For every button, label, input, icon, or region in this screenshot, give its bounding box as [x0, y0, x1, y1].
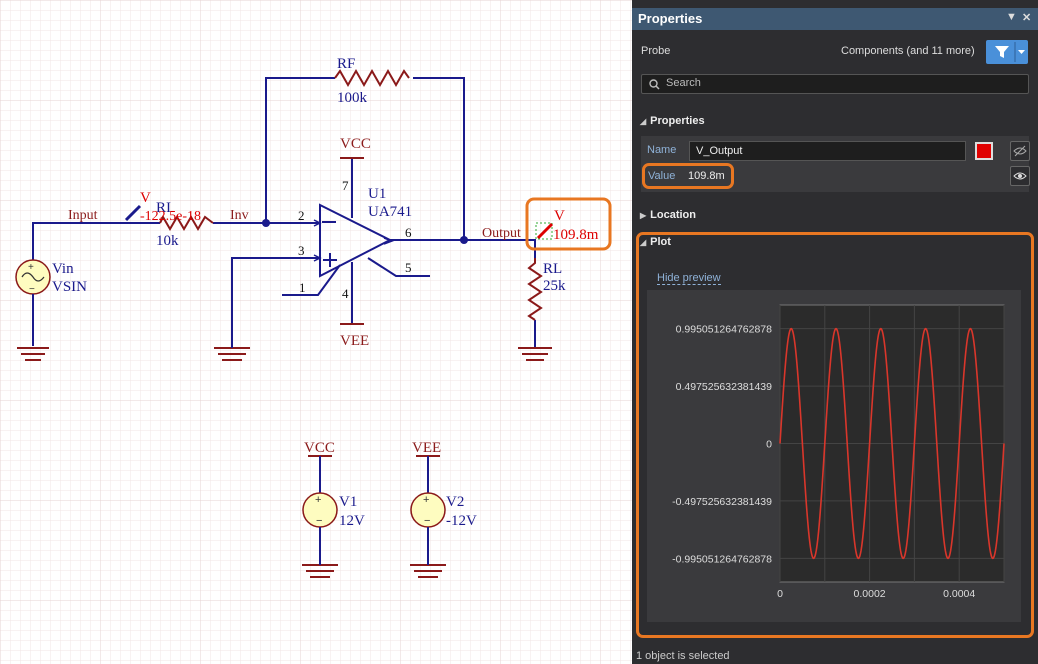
hide-preview-link[interactable]: Hide preview [657, 272, 721, 285]
rl-label: RL [543, 261, 562, 277]
voltage-probe-input[interactable]: V -122.5e-18 [124, 190, 201, 224]
pin-5: 5 [405, 260, 412, 275]
panel-menu-icon[interactable]: ▼ [1006, 11, 1017, 23]
probe-label: Probe [641, 45, 671, 57]
source-vin[interactable]: + − Vin VSIN [15, 259, 87, 346]
vin-label: Vin [52, 261, 74, 277]
svg-text:−: − [29, 284, 35, 295]
ground-symbols [17, 347, 552, 578]
show-value-button[interactable] [1010, 166, 1030, 186]
eye-slash-icon [1013, 145, 1027, 157]
close-icon[interactable]: ✕ [1022, 12, 1032, 24]
status-bar: 1 object is selected [636, 650, 730, 662]
name-label: Name [647, 144, 677, 156]
y-tick-label: -0.497525632381439 [672, 496, 772, 508]
rl-value: 25k [543, 278, 566, 294]
v2-label: V2 [446, 494, 464, 510]
probe-1-value: -122.5e-18 [140, 209, 201, 224]
properties-section-header[interactable]: ◢Properties [640, 115, 705, 127]
source-v1[interactable]: + − VCC V1 12V [302, 440, 365, 565]
u1-value: UA741 [368, 204, 412, 220]
junction-dot [460, 236, 468, 244]
pin-6: 6 [405, 225, 412, 240]
series-line [779, 327, 1005, 560]
rf-label: RF [337, 56, 355, 72]
svg-text:−: − [316, 515, 322, 527]
collapse-triangle-icon: ◢ [640, 117, 647, 126]
v1-value: 12V [339, 513, 365, 529]
rf-value: 100k [337, 90, 368, 106]
properties-panel: Properties ▼ ✕ Probe Components (and 11 … [632, 0, 1038, 664]
net-label-inv: Inv [230, 208, 249, 223]
voltage-probe-output[interactable]: V 109.8m [535, 208, 599, 243]
svg-text:+: + [423, 494, 429, 506]
filter-icon [995, 42, 1025, 62]
y-tick-label: 0.497525632381439 [676, 381, 773, 393]
junction-dot [262, 219, 270, 227]
expand-triangle-icon: ▶ [640, 211, 647, 220]
v1-net: VCC [304, 440, 335, 456]
name-field[interactable]: V_Output [689, 141, 966, 161]
resistor-ri[interactable]: RI 10k [156, 200, 214, 249]
schematic-canvas[interactable]: RF 100k RI 10k RL 25k VCC VEE U1 UA741 2… [0, 0, 632, 664]
vee-label: VEE [340, 333, 369, 349]
pin-2: 2 [298, 208, 305, 223]
vin-value: VSIN [52, 279, 87, 295]
svg-text:+: + [315, 494, 321, 506]
pin-1: 1 [299, 280, 306, 295]
probe-1-v: V [140, 190, 151, 206]
waveform-chart: 0.995051264762878 0.497525632381439 0 -0.49… [672, 304, 1005, 600]
pin-7: 7 [342, 178, 349, 193]
location-section-header[interactable]: ▶Location [640, 209, 696, 221]
y-tick-label: 0 [766, 439, 772, 451]
collapse-triangle-icon: ◢ [640, 238, 647, 247]
net-label-input: Input [68, 208, 98, 223]
net-label-output: Output [482, 226, 521, 241]
v2-net: VEE [412, 440, 441, 456]
eye-icon [1013, 172, 1027, 180]
probe-2-value: 109.8m [553, 227, 599, 243]
plot-section-header[interactable]: ◢Plot [640, 236, 671, 248]
hide-name-button[interactable] [1010, 141, 1030, 161]
source-v2[interactable]: + − VEE V2 -12V [410, 440, 477, 565]
filter-button[interactable] [986, 40, 1028, 64]
ri-label: RI [156, 200, 171, 216]
panel-title: Properties [638, 11, 703, 26]
v1-label: V1 [339, 494, 357, 510]
schematic-grid [0, 0, 632, 664]
value-label: Value [648, 170, 676, 182]
plot-section-label: Plot [650, 236, 671, 248]
search-icon [649, 79, 660, 90]
search-input[interactable]: Search [641, 74, 1029, 94]
search-placeholder: Search [666, 77, 701, 89]
y-tick-label: 0.995051264762878 [676, 324, 773, 336]
location-section-label: Location [650, 209, 696, 221]
v2-value: -12V [446, 513, 477, 529]
x-tick-label: 0.0002 [854, 588, 886, 600]
opamp-u1[interactable]: VCC VEE U1 UA741 2 3 6 7 4 5 1 [282, 136, 430, 349]
filter-text: Components (and 11 more) [841, 45, 975, 57]
pin-4: 4 [342, 286, 349, 301]
value-field: 109.8m [688, 170, 725, 182]
x-tick-label: 0.0004 [943, 588, 975, 600]
probe-color-swatch[interactable] [975, 142, 993, 160]
vcc-label: VCC [340, 136, 371, 152]
probe-highlight [525, 197, 612, 251]
panel-title-bar: Properties ▼ ✕ [632, 8, 1038, 30]
svg-text:+: + [28, 262, 34, 273]
u1-label: U1 [368, 186, 386, 202]
plot-highlight [636, 232, 1034, 638]
pin-3: 3 [298, 243, 305, 258]
value-highlight [642, 163, 734, 189]
probe-2-v: V [554, 208, 565, 224]
plot-preview: 0.995051264762878 0.497525632381439 0 -0.49… [647, 290, 1021, 622]
properties-section-label: Properties [650, 115, 705, 127]
ri-value: 10k [156, 233, 179, 249]
resistor-rl[interactable]: RL 25k [527, 258, 566, 321]
x-tick-label: 0 [777, 588, 783, 600]
svg-text:−: − [424, 515, 430, 527]
y-tick-label: -0.995051264762878 [672, 553, 772, 565]
resistor-rf[interactable]: RF 100k [334, 56, 410, 106]
